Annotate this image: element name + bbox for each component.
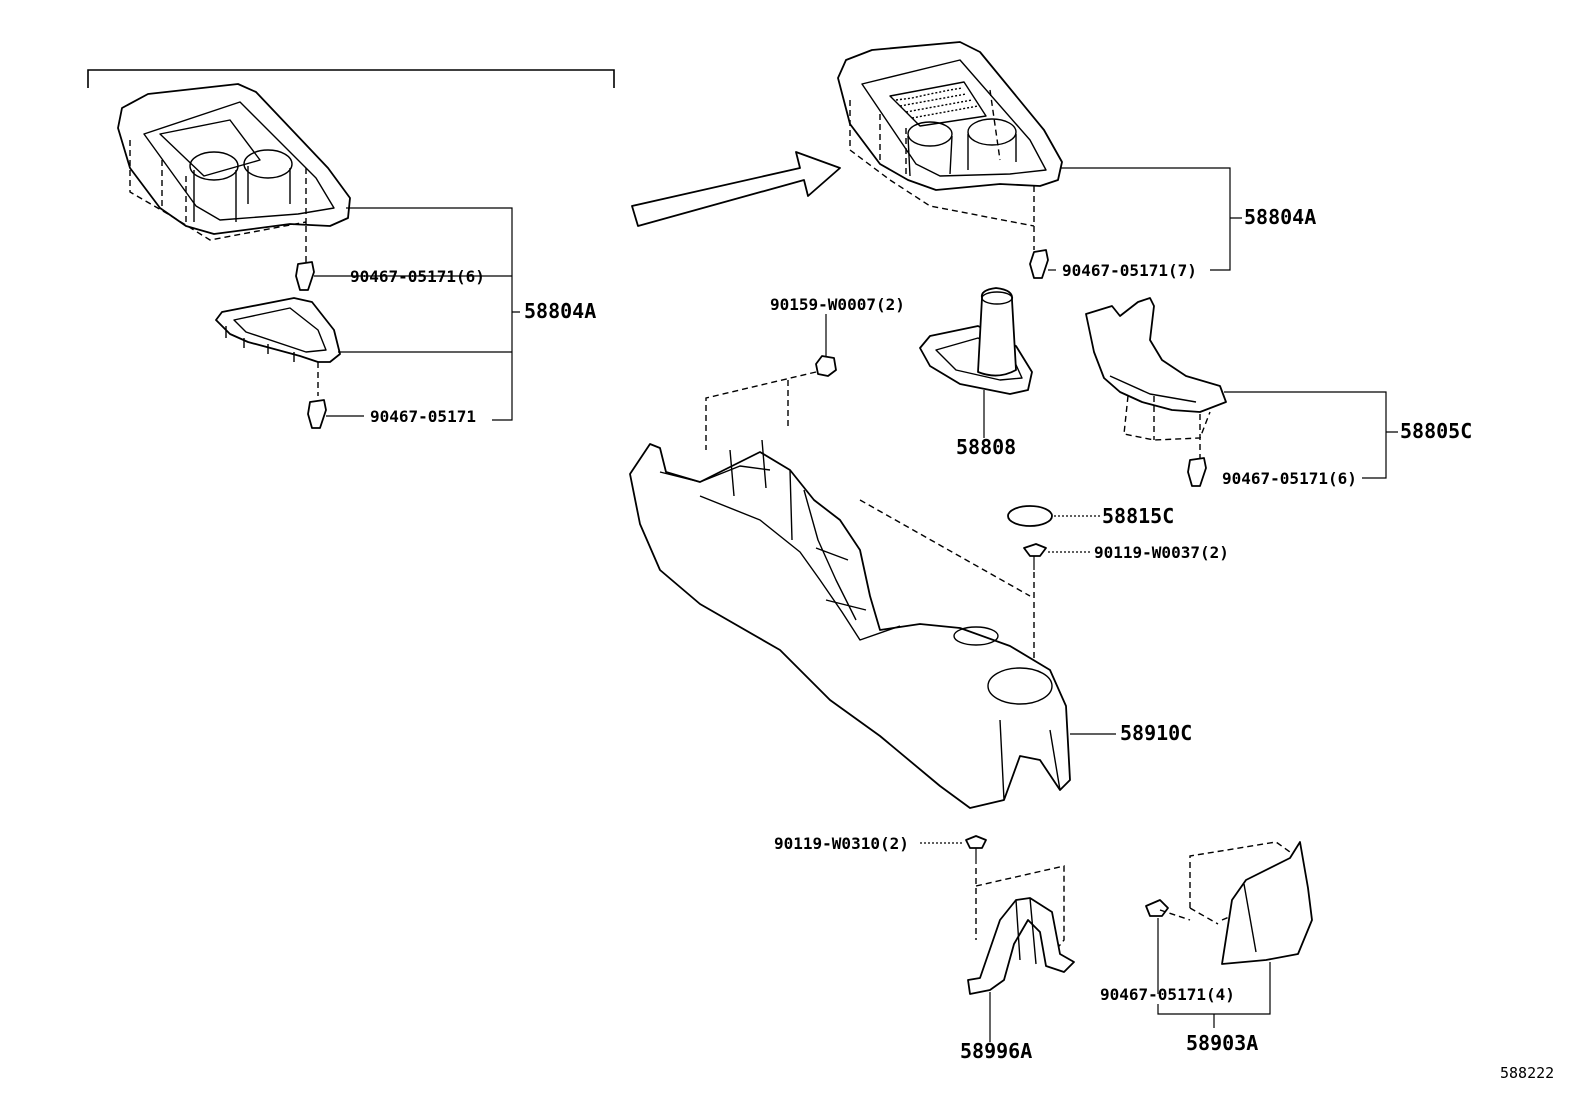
right-cup-holder-panel — [837, 41, 1063, 250]
label-right-clip-7: 90467-05171(7) — [1062, 261, 1197, 280]
label-plug: 58815C — [1102, 504, 1174, 528]
left-clip — [307, 399, 364, 429]
left-shift-bezel — [215, 297, 500, 396]
left-clip-6 — [295, 226, 500, 291]
label-left-clip: 90467-05171 — [370, 407, 476, 426]
panel-clip-6 — [1187, 414, 1207, 487]
arrow-icon — [631, 151, 841, 227]
label-panel-58805c: 58805C — [1400, 419, 1472, 443]
label-panel-clip-6: 90467-05171(6) — [1222, 469, 1357, 488]
label-bracket: 58996A — [960, 1039, 1032, 1063]
label-right-assembly: 58804A — [1244, 205, 1316, 229]
rear-panel-58903a — [1145, 841, 1313, 1028]
screw-w0310 — [920, 835, 987, 864]
assembly-bracket — [87, 69, 615, 88]
shift-boot — [919, 287, 1033, 438]
label-console-box: 58910C — [1120, 721, 1192, 745]
left-cup-holder-panel — [117, 83, 351, 241]
side-panel-58805c — [1085, 297, 1398, 479]
label-left-assembly: 58804A — [524, 299, 596, 323]
bracket-58996a — [967, 865, 1075, 1042]
label-rear-clip-4: 90467-05171(4) — [1100, 985, 1235, 1004]
left-callout-bracket — [346, 207, 520, 421]
right-upper-callout-bracket — [1060, 167, 1242, 271]
label-screw-w0037: 90119-W0037(2) — [1094, 543, 1229, 562]
label-screw-w0310: 90119-W0310(2) — [774, 834, 909, 853]
diagram-code: 588222 — [1500, 1064, 1554, 1082]
label-bolt-w0007: 90159-W0007(2) — [770, 295, 905, 314]
right-clip-7 — [1029, 249, 1056, 279]
label-left-clip-6: 90467-05171(6) — [350, 267, 485, 286]
console-box — [629, 439, 1116, 809]
plug-58815c — [1007, 505, 1100, 527]
bolt-w0007 — [705, 314, 837, 450]
label-boot: 58808 — [956, 435, 1016, 459]
label-rear-panel: 58903A — [1186, 1031, 1258, 1055]
